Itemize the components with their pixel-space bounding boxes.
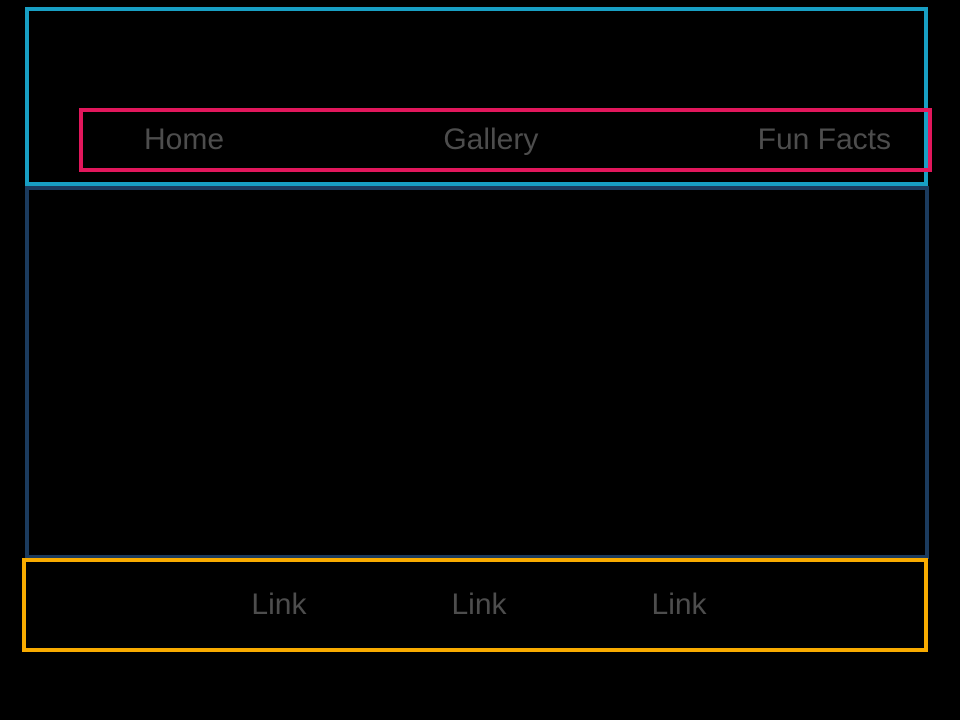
footer-link-1[interactable]: Link xyxy=(251,588,307,621)
nav-bar: Home Gallery Fun Facts xyxy=(79,108,932,172)
header-container: Home Gallery Fun Facts xyxy=(25,7,932,186)
footer: Link Link Link xyxy=(22,558,928,652)
footer-link-2[interactable]: Link xyxy=(451,588,507,621)
nav-item-gallery[interactable]: Gallery xyxy=(443,123,539,156)
main-content-area xyxy=(25,186,929,559)
nav-item-fun-facts[interactable]: Fun Facts xyxy=(757,123,891,156)
nav-item-home[interactable]: Home xyxy=(144,123,225,156)
footer-link-3[interactable]: Link xyxy=(651,588,707,621)
